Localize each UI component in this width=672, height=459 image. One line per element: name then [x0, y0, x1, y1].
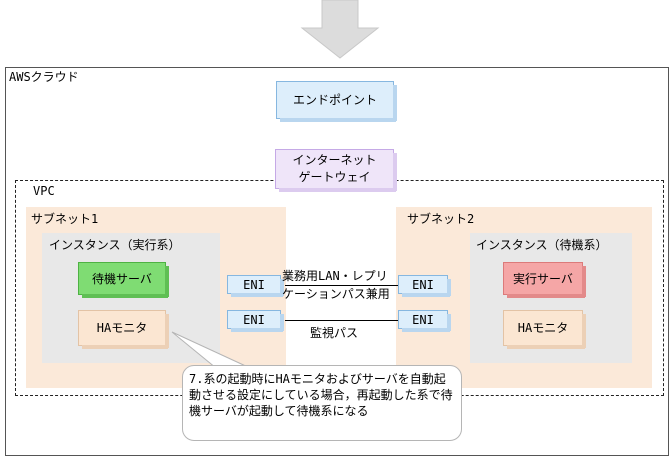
monitor-path-line [285, 320, 398, 321]
ha-monitor-box-1: HAモニタ [78, 310, 169, 349]
aws-cloud-label: AWSクラウド [9, 70, 79, 84]
aws-cloud-frame [5, 67, 669, 456]
exec-server-box: 実行サーバ [503, 262, 586, 298]
standby-server-label: 待機サーバ [92, 271, 152, 286]
eni-label: ENI [412, 277, 434, 292]
callout-text: 7.系の起動時にHAモニタおよびサーバを自動起動させる設定にしている場合，再起動… [189, 372, 453, 418]
endpoint-box: エンドポイント [276, 81, 397, 122]
subnet1-label: サブネット1 [31, 212, 99, 226]
subnet2-label: サブネット2 [407, 212, 475, 226]
eni-left-bottom: ENI [227, 310, 284, 332]
ha-monitor-box-2: HAモニタ [503, 310, 586, 349]
callout-join [212, 366, 252, 369]
exec-server-label: 実行サーバ [513, 271, 573, 286]
endpoint-label: エンドポイント [292, 93, 377, 107]
callout-box [182, 365, 462, 441]
monitor-path-label: 監視パス [310, 326, 359, 340]
instance-standby-label: インスタンス（待機系） [476, 238, 608, 252]
lan-replication-label-2: ケーションパス兼用 [282, 287, 390, 301]
eni-right-top: ENI [398, 275, 451, 297]
igw-label-line2: ゲートウェイ [298, 170, 371, 184]
eni-label: ENI [243, 312, 265, 327]
ha-monitor-label-2: HAモニタ [517, 321, 569, 335]
igw-label-line1: インターネット [292, 153, 377, 167]
eni-label: ENI [243, 277, 265, 292]
lan-replication-label-1: 業務用LAN・レプリ [282, 269, 388, 283]
lan-replication-line [285, 285, 398, 286]
instance-active-label: インスタンス（実行系） [49, 238, 181, 252]
eni-right-bottom: ENI [398, 310, 451, 332]
eni-label: ENI [412, 312, 434, 327]
eni-left-top: ENI [227, 275, 284, 297]
ha-monitor-label-1: HAモニタ [96, 321, 148, 335]
flow-down-arrow [300, 0, 380, 59]
standby-server-box: 待機サーバ [78, 262, 169, 298]
internet-gateway-box: インターネット ゲートウェイ [275, 149, 397, 192]
vpc-label: VPC [33, 184, 55, 198]
